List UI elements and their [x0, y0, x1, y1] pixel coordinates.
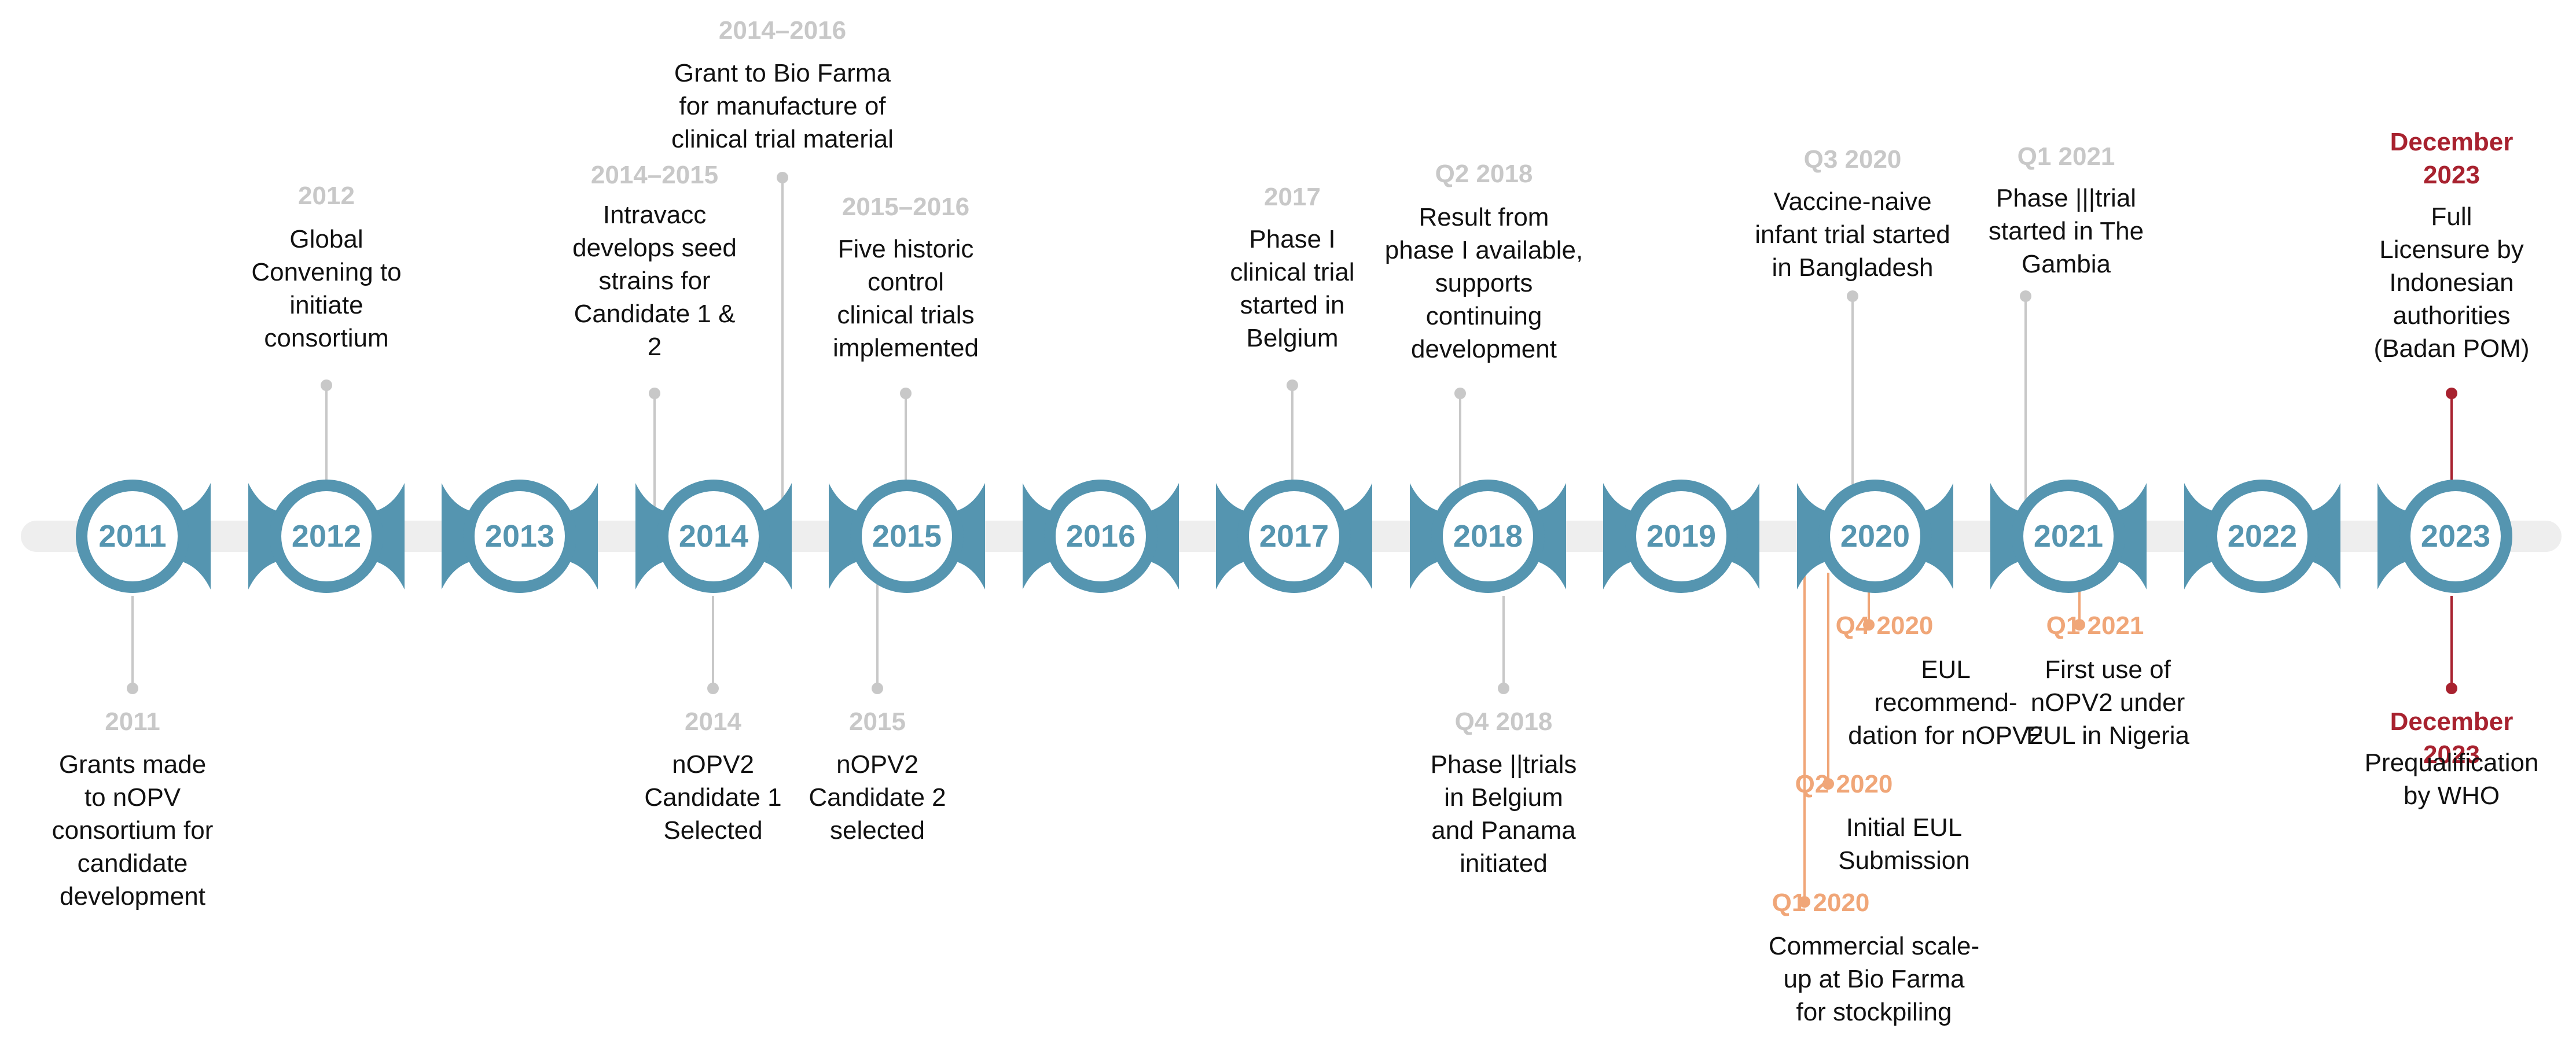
- year-node-inner: [862, 491, 952, 581]
- event-date: Q1 2021: [2018, 142, 2115, 171]
- event-dot: [1847, 290, 1858, 302]
- year-label: 2022: [2228, 519, 2297, 554]
- event-date: 2015: [849, 707, 906, 736]
- event-dot: [2020, 290, 2031, 302]
- year-node-inner: [475, 491, 565, 581]
- year-node-2020: 2020: [1818, 480, 2034, 593]
- event-dot: [321, 379, 332, 391]
- year-node-2015: 2015: [850, 480, 1066, 593]
- year-label: 2014: [679, 519, 748, 554]
- event-dot: [1498, 683, 1509, 694]
- event-dot: [1822, 778, 1834, 790]
- event-dot: [1454, 388, 1466, 399]
- year-label: 2018: [1453, 519, 1523, 554]
- year-node-2014: 2014: [657, 480, 872, 593]
- year-label: 2020: [1840, 519, 1910, 554]
- event-dot: [872, 683, 883, 694]
- event-dot: [127, 683, 138, 694]
- year-label: 2011: [98, 519, 166, 554]
- year-node-inner: [2217, 491, 2307, 581]
- event-date: 2011: [105, 707, 160, 736]
- year-node-2022: 2022: [2206, 480, 2421, 593]
- event-date: 2017: [1264, 183, 1321, 211]
- event-date: 2014: [685, 707, 741, 736]
- event-dot: [2074, 619, 2085, 631]
- year-node-2012: 2012: [270, 480, 485, 593]
- event-dot: [649, 388, 660, 399]
- event-date: 2014–2016: [719, 16, 846, 45]
- year-node-2013: 2013: [463, 480, 679, 593]
- event-dot: [777, 172, 788, 183]
- year-node-2021: 2021: [2012, 480, 2228, 593]
- event-date: Q2 2020: [1795, 770, 1893, 798]
- year-label: 2013: [485, 519, 554, 554]
- year-node-inner: [1249, 491, 1339, 581]
- event-date: Q4 2018: [1455, 707, 1553, 736]
- event-date: Q2 2018: [1435, 160, 1533, 188]
- event-dot: [2446, 388, 2457, 399]
- event-date: 2012: [298, 182, 355, 210]
- event-date: 2015–2016: [842, 193, 969, 221]
- year-node-2023: 2023: [2399, 480, 2512, 593]
- event-date: Q1 2020: [1772, 889, 1870, 917]
- year-label: 2023: [2421, 519, 2490, 554]
- event-dot: [2446, 683, 2457, 694]
- year-node-inner: [668, 491, 759, 581]
- event-date: Q1 2021: [2046, 611, 2144, 640]
- year-node-inner: [2023, 491, 2114, 581]
- year-node-inner: [1443, 491, 1533, 581]
- year-label: 2021: [2034, 519, 2103, 554]
- event-dot: [707, 683, 719, 694]
- year-node-inner: [1636, 491, 1726, 581]
- event-date: 2014–2015: [591, 161, 718, 189]
- event-dot: [1287, 379, 1298, 391]
- year-node-inner: [2410, 491, 2501, 581]
- year-label: 2019: [1647, 519, 1716, 554]
- year-node-2011: 2011: [76, 480, 292, 593]
- year-node-2018: 2018: [1431, 480, 1647, 593]
- year-node-inner: [281, 491, 372, 581]
- event-dot: [1799, 896, 1810, 908]
- event-dot: [900, 388, 912, 399]
- year-node-inner: [1056, 491, 1146, 581]
- year-label: 2016: [1066, 519, 1136, 554]
- year-node-2017: 2017: [1237, 480, 1453, 593]
- year-label: 2017: [1259, 519, 1329, 554]
- event-date: Q4 2020: [1836, 611, 1934, 640]
- event-date: Q3 2020: [1804, 145, 1902, 174]
- year-label: 2012: [292, 519, 361, 554]
- year-node-inner: [1830, 491, 1920, 581]
- year-node-2016: 2016: [1044, 480, 1259, 593]
- year-node-2019: 2019: [1625, 480, 1840, 593]
- year-label: 2015: [872, 519, 942, 554]
- year-node-inner: [87, 491, 178, 581]
- event-dot: [1863, 619, 1875, 631]
